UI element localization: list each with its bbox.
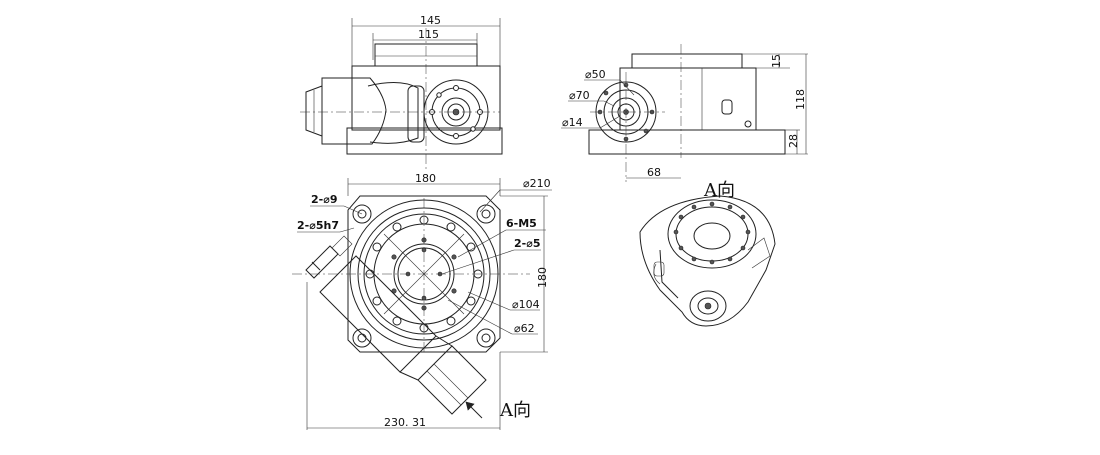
dim-230-31: 230. 31 [384, 416, 426, 429]
dim-d104: ⌀104 [512, 298, 540, 311]
dim-d70: ⌀70 [569, 89, 590, 102]
top-view: 145 115 [300, 14, 503, 172]
dim-68: 68 [647, 166, 661, 179]
dim-180-top: 180 [415, 172, 436, 185]
callout-2-d9: 2-⌀9 [311, 193, 338, 206]
dim-145: 145 [420, 14, 441, 27]
outer-bolt-ring [365, 215, 483, 333]
dim-d62: ⌀62 [514, 322, 535, 335]
view-a-label: A向 [703, 180, 735, 201]
view-a-arrow-label: A向 [499, 400, 531, 421]
dim-d50: ⌀50 [585, 68, 606, 81]
dim-118: 118 [794, 89, 807, 110]
dim-115: 115 [418, 28, 439, 41]
callout-6-m5: 6-M5 [506, 217, 537, 230]
isometric-view [639, 195, 776, 327]
iso-bolt-ring [673, 201, 751, 265]
callout-2-d5h7: 2-⌀5h7 [297, 219, 339, 232]
side-view: ⌀50 ⌀70 ⌀14 68 15 118 28 A向 [561, 44, 808, 201]
dim-180-side: 180 [536, 267, 549, 288]
diagonal-motor [305, 235, 487, 415]
plan-view: 180 180 [292, 172, 552, 430]
dim-28: 28 [787, 134, 800, 148]
view-direction-arrow [465, 401, 483, 419]
dim-15: 15 [770, 54, 783, 68]
dim-d14: ⌀14 [562, 116, 583, 129]
dim-d210: ⌀210 [523, 177, 551, 190]
callout-2-d5: 2-⌀5 [514, 237, 541, 250]
